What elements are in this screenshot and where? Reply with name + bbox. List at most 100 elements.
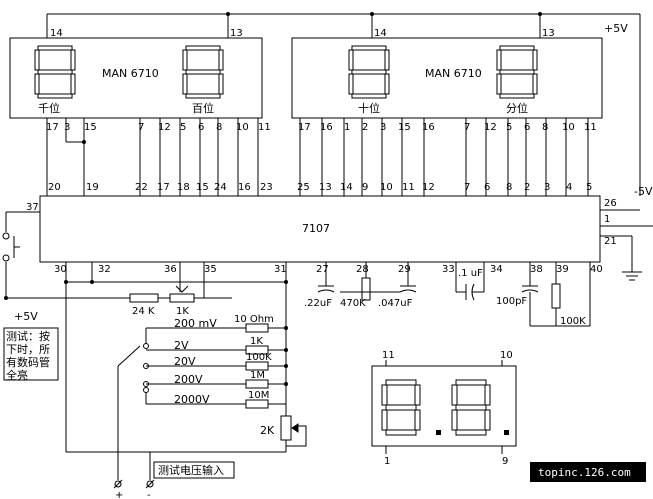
svg-text:23: 23 xyxy=(260,182,273,193)
svg-text:5: 5 xyxy=(586,182,592,193)
svg-text:7: 7 xyxy=(138,122,144,133)
svg-text:15: 15 xyxy=(398,122,411,133)
svg-text:.047uF: .047uF xyxy=(378,298,413,309)
digit-label: 十位 xyxy=(358,101,380,115)
svg-text:3: 3 xyxy=(380,122,386,133)
adc-chip-7107 xyxy=(39,195,601,263)
ground-symbol xyxy=(622,271,642,281)
svg-text:8: 8 xyxy=(506,182,512,193)
svg-text:27: 27 xyxy=(316,264,329,275)
switch-contact xyxy=(2,232,10,240)
display1-pins: 17 3 15 7 12 5 6 8 10 11 xyxy=(46,122,271,133)
pin-label: 26 xyxy=(604,198,617,209)
svg-text:5: 5 xyxy=(180,122,186,133)
svg-text:200 mV: 200 mV xyxy=(174,317,217,330)
pot-2k xyxy=(280,415,292,441)
svg-text:20: 20 xyxy=(48,182,61,193)
chip-bottom-pins: 30 32 36 35 31 27 28 29 33 34 38 39 40 xyxy=(54,264,603,275)
svg-text:2V: 2V xyxy=(174,339,189,352)
small-display: 11 10 1 9 xyxy=(371,350,517,467)
display2-pins: 17 16 1 2 3 15 16 7 12 5 6 8 10 11 xyxy=(298,122,597,133)
svg-text:31: 31 xyxy=(274,264,287,275)
svg-text:24: 24 xyxy=(214,182,227,193)
svg-text:5: 5 xyxy=(506,122,512,133)
svg-text:6: 6 xyxy=(524,122,530,133)
svg-text:7: 7 xyxy=(464,122,470,133)
svg-text:22: 22 xyxy=(135,182,148,193)
pin-label: 13 xyxy=(542,28,555,39)
svg-text:9: 9 xyxy=(502,456,508,467)
trim-pot-1k xyxy=(169,293,195,303)
digit-label: 百位 xyxy=(192,101,214,115)
svg-text:25: 25 xyxy=(297,182,310,193)
svg-text:100pF: 100pF xyxy=(496,296,527,307)
svg-text:1M: 1M xyxy=(250,370,265,381)
svg-text:9: 9 xyxy=(362,182,368,193)
svg-text:7: 7 xyxy=(464,182,470,193)
svg-text:2: 2 xyxy=(362,122,368,133)
svg-text:10M: 10M xyxy=(248,390,269,401)
svg-text:3: 3 xyxy=(64,122,70,133)
svg-text:20V: 20V xyxy=(174,355,196,368)
svg-text:3: 3 xyxy=(544,182,550,193)
svg-text:13: 13 xyxy=(319,182,332,193)
svg-text:10: 10 xyxy=(562,122,575,133)
svg-text:15: 15 xyxy=(84,122,97,133)
svg-text:14: 14 xyxy=(340,182,353,193)
svg-text:17: 17 xyxy=(157,182,170,193)
component-label: 2K xyxy=(260,424,275,437)
switch-contact xyxy=(2,254,10,262)
test-note-box xyxy=(3,327,59,381)
segment-wires xyxy=(46,118,589,196)
component-label: 24 K xyxy=(132,306,155,317)
seven-seg-digit xyxy=(182,45,224,99)
svg-text:+: + xyxy=(115,490,123,499)
svg-text:32: 32 xyxy=(98,264,111,275)
digit-label: 千位 xyxy=(38,101,60,115)
test-note: 测试：按下时，所有数码管全亮 xyxy=(6,330,50,380)
display-model-label: MAN 6710 xyxy=(102,67,159,80)
range-selector-switch[interactable] xyxy=(117,328,149,452)
vcc-label: +5V xyxy=(604,22,628,35)
svg-text:40: 40 xyxy=(590,264,603,275)
svg-text:17: 17 xyxy=(46,122,59,133)
svg-text:10: 10 xyxy=(380,182,393,193)
svg-text:16: 16 xyxy=(238,182,251,193)
component-label: 1K xyxy=(176,306,189,317)
svg-text:11: 11 xyxy=(382,350,395,361)
svg-text:.1 uF: .1 uF xyxy=(458,268,483,279)
junction xyxy=(82,140,86,144)
svg-text:.22uF: .22uF xyxy=(304,298,332,309)
seven-seg-digit xyxy=(34,45,76,99)
pin-label: 1 xyxy=(604,214,610,225)
svg-text:1: 1 xyxy=(344,122,350,133)
chip-name: 7107 xyxy=(302,222,330,235)
svg-text:6: 6 xyxy=(198,122,204,133)
display-model-label: MAN 6710 xyxy=(425,67,482,80)
input-label-box xyxy=(153,461,235,479)
seven-seg-digit xyxy=(348,45,390,99)
svg-text:19: 19 xyxy=(86,182,99,193)
svg-text:2000V: 2000V xyxy=(174,393,210,406)
vplus-label: +5V xyxy=(14,310,38,323)
svg-text:30: 30 xyxy=(54,264,67,275)
svg-text:8: 8 xyxy=(542,122,548,133)
range-labels: 200 mV 2V 20V 200V 2000V xyxy=(174,317,217,406)
pin-label: 14 xyxy=(50,28,63,39)
svg-text:12: 12 xyxy=(158,122,171,133)
seven-seg-digit xyxy=(496,45,538,99)
display-module-2 xyxy=(291,37,603,119)
svg-text:6: 6 xyxy=(484,182,490,193)
svg-text:8: 8 xyxy=(216,122,222,133)
svg-text:470K: 470K xyxy=(340,298,366,309)
input-terminal-plus xyxy=(114,480,122,488)
svg-text:10: 10 xyxy=(500,350,513,361)
svg-text:18: 18 xyxy=(177,182,190,193)
svg-text:15: 15 xyxy=(196,182,209,193)
svg-text:36: 36 xyxy=(164,264,177,275)
svg-text:11: 11 xyxy=(402,182,415,193)
svg-text:39: 39 xyxy=(556,264,569,275)
integrator-network: .22uF 470K .047uF xyxy=(304,262,417,309)
